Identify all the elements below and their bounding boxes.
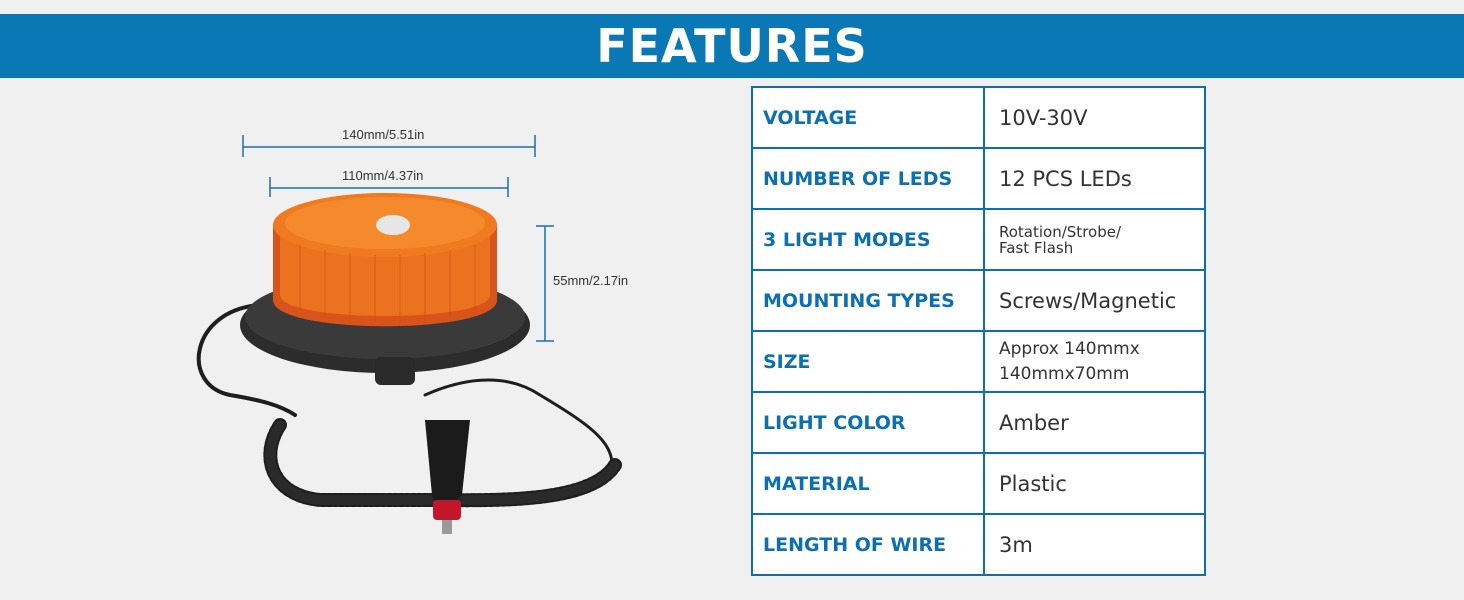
spec-value: Rotation/Strobe/Fast Flash [983,208,1206,271]
spec-value-line: Screws/Magnetic [999,288,1177,313]
spec-key: NUMBER OF LEDS [751,147,985,210]
spec-row: MATERIAL Plastic [751,452,1206,515]
lens-width-label: 110mm/4.37in [342,168,424,183]
cigarette-plug [425,420,470,534]
spec-value: 10V-30V [983,86,1206,149]
spec-row: VOLTAGE 10V-30V [751,86,1206,149]
spec-value: 3m [983,513,1206,576]
beacon-light-image [196,135,622,534]
spec-value: 12 PCS LEDs [983,147,1206,210]
coiled-cable [196,303,622,508]
spec-row: LENGTH OF WIRE 3m [751,513,1206,576]
spec-key: VOLTAGE [751,86,985,149]
spec-row: SIZE Approx 140mmx 140mmx70mm [751,330,1206,393]
spec-key: LENGTH OF WIRE [751,513,985,576]
spec-value: Approx 140mmx 140mmx70mm [983,330,1206,393]
spec-row: LIGHT COLOR Amber [751,391,1206,454]
spec-row: MOUNTING TYPES Screws/Magnetic [751,269,1206,332]
spec-value-line: 12 PCS LEDs [999,166,1132,191]
spec-value-line: 140mmx70mm [999,363,1130,384]
spec-key: MATERIAL [751,452,985,515]
spec-value-line: 10V-30V [999,105,1088,130]
height-label: 55mm/2.17in [553,273,629,288]
spec-value-line: Amber [999,410,1069,435]
product-illustration: 140mm/5.51in 110mm/4.37in 55mm/2.17in [170,95,670,575]
spec-value: Amber [983,391,1206,454]
features-banner: FEATURES [0,14,1464,78]
spec-value-line: 3m [999,532,1033,557]
outer-width-label: 140mm/5.51in [342,127,425,142]
specs-table: VOLTAGE 10V-30V NUMBER OF LEDS 12 PCS LEDs 3… [751,86,1206,576]
spec-key: LIGHT COLOR [751,391,985,454]
spec-key: 3 LIGHT MODES [751,208,985,271]
spec-value-line: Plastic [999,471,1067,496]
spec-value-line: Approx 140mmx [999,338,1140,359]
spec-value: Plastic [983,452,1206,515]
spec-value: Screws/Magnetic [983,269,1206,332]
spec-row: NUMBER OF LEDS 12 PCS LEDs [751,147,1206,210]
center-label [376,215,410,235]
spec-value-line: Fast Flash [999,238,1074,257]
dimension-lines [242,135,554,342]
spec-key: SIZE [751,330,985,393]
banner-title: FEATURES [596,19,868,73]
spec-key: MOUNTING TYPES [751,269,985,332]
spec-value-line: Rotation/Strobe/ [999,222,1122,241]
